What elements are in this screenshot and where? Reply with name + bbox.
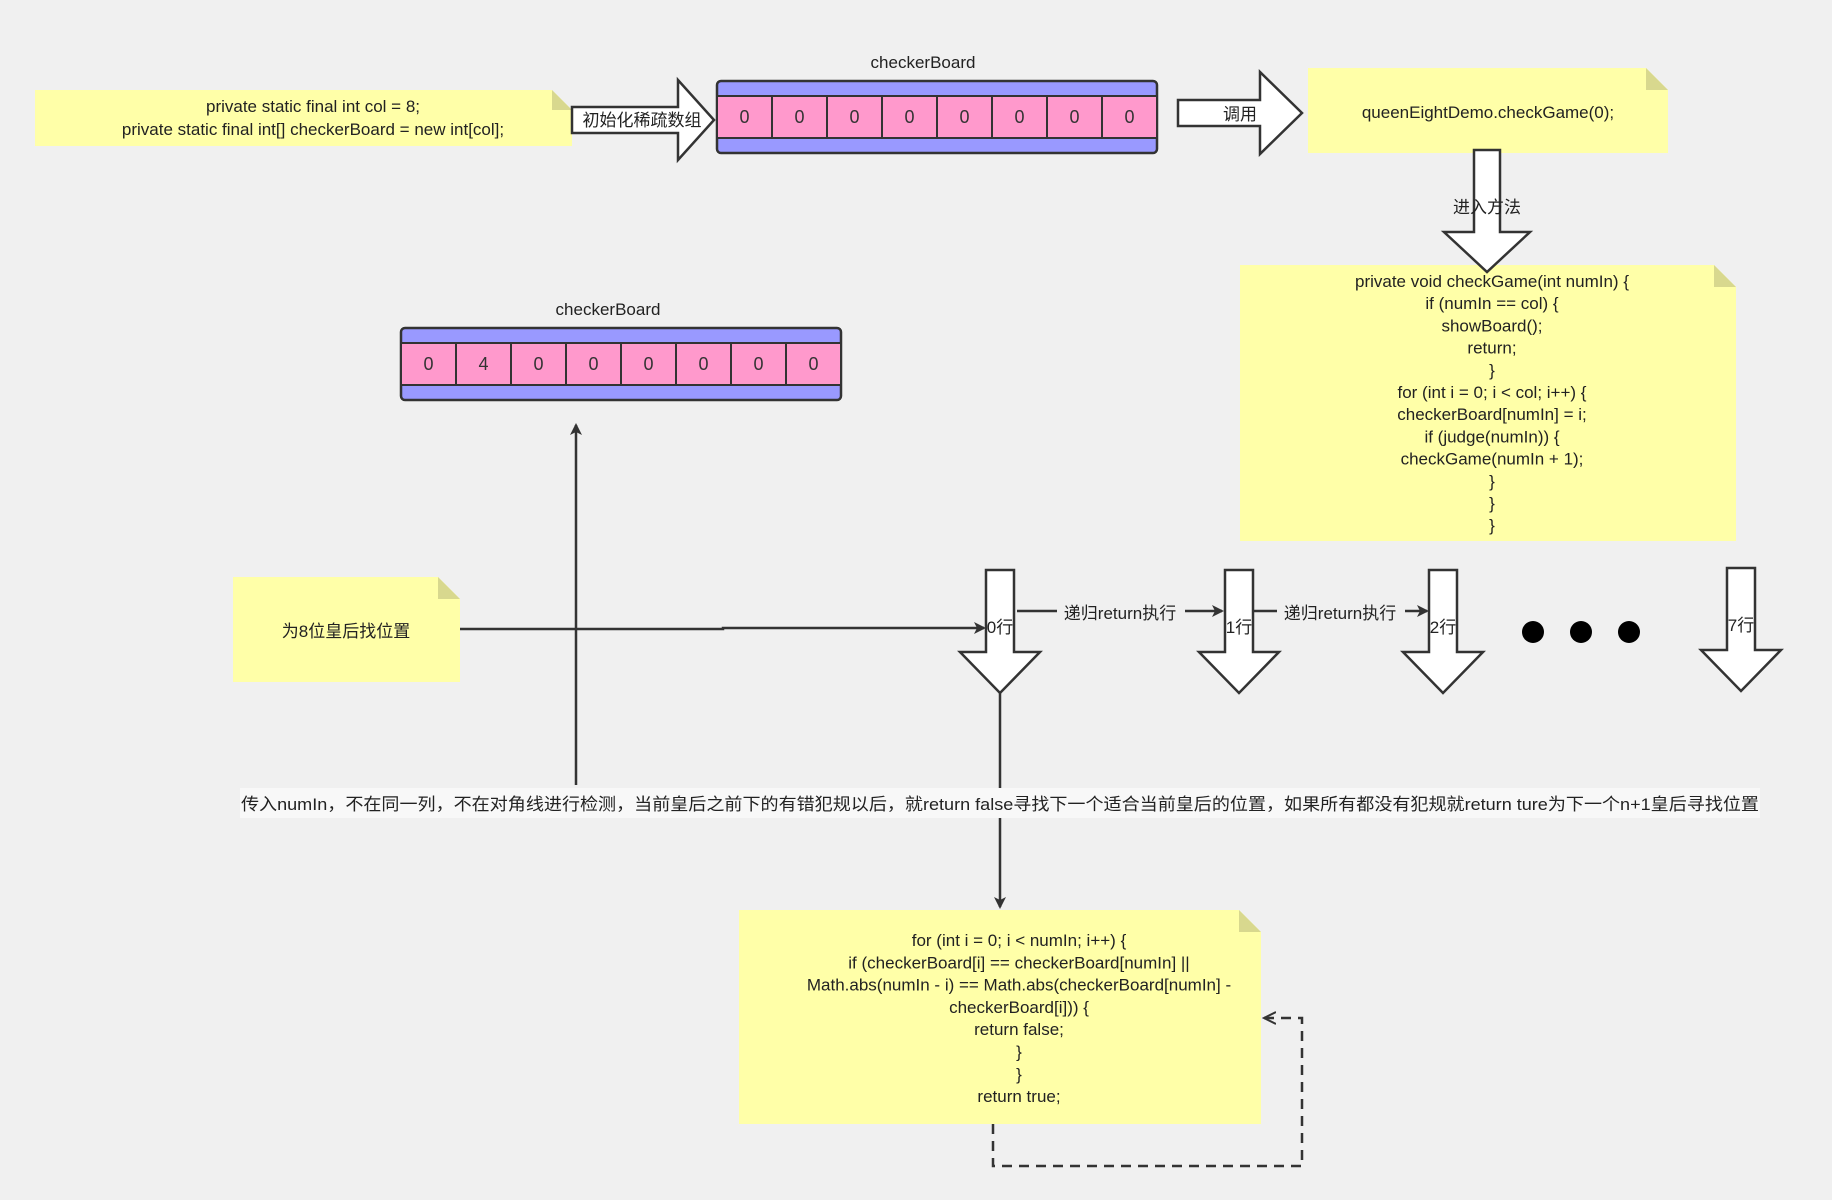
method-note-line-10: }	[1489, 472, 1495, 491]
array_top-cell-5	[991, 95, 1048, 139]
explanation-text: 传入numIn，不在同一列，不在对角线进行检测，当前皇后之前下的有错犯规以后，就…	[241, 795, 1759, 814]
array_mid-cell-value-6: 0	[753, 354, 763, 374]
judge-note-line-1: for (int i = 0; i < numIn; i++) {	[912, 931, 1127, 950]
row-arrow-2: 2行	[1400, 568, 1486, 695]
init-block-arrow: 初始化稀疏数组	[570, 76, 716, 164]
array_mid-cell-2	[510, 342, 567, 386]
enter-method-arrow: 进入方法	[1440, 148, 1534, 274]
start-to-row0-line	[460, 622, 986, 634]
init-arrow-label: 初始化稀疏数组	[583, 111, 702, 130]
checkerboard-array-top: checkerBoard 0 0 0 0 0 0 0 0	[715, 53, 1159, 155]
method-note-line-6: for (int i = 0; i < col; i++) {	[1398, 383, 1587, 402]
array_mid-cell-1	[455, 342, 512, 386]
method-note-line-9: checkGame(numIn + 1);	[1401, 450, 1584, 469]
method-note-line-11: }	[1489, 494, 1495, 513]
method-note-line-7: checkerBoard[numIn] = i;	[1397, 405, 1586, 424]
array_mid-cell-value-2: 0	[533, 354, 543, 374]
method-note-line-4: return;	[1467, 339, 1516, 358]
judge-note-line-4: checkerBoard[i])) {	[949, 998, 1089, 1017]
method-note-line-3: showBoard();	[1441, 316, 1542, 335]
judge-note-line-2: if (checkerBoard[i] == checkerBoard[numI…	[848, 953, 1189, 972]
array_top-cell-3	[881, 95, 938, 139]
array_mid-cell-value-3: 0	[588, 354, 598, 374]
array_mid-cell-value-5: 0	[698, 354, 708, 374]
array_mid-cell-7	[785, 342, 842, 386]
array_top-cell-value-3: 0	[904, 107, 914, 127]
row-arrow-1: 1行	[1196, 568, 1282, 695]
array_mid-cell-3	[565, 342, 622, 386]
recursion-label-1-text: 递归return执行	[1064, 604, 1176, 623]
array-mid-title: checkerBoard	[556, 300, 661, 319]
array_top-cell-0	[716, 95, 773, 139]
row-arrow-7: 7行	[1698, 566, 1784, 693]
declaration-line-2: private static final int[] checkerBoard …	[122, 120, 504, 139]
declaration-line-1: private static final int col = 8;	[206, 97, 420, 116]
array_top-cell-2	[826, 95, 883, 139]
array_top-cell-7	[1101, 95, 1158, 139]
array_top-cell-value-1: 0	[794, 107, 804, 127]
declaration-note: private static final int col = 8; privat…	[35, 90, 572, 146]
array_mid-cell-value-1: 4	[478, 354, 488, 374]
row1-label: 1行	[1226, 618, 1252, 637]
judge-note: for (int i = 0; i < numIn; i++) { if (che…	[739, 910, 1261, 1124]
method-note-line-2: if (numIn == col) {	[1425, 294, 1559, 313]
array_top-cell-value-4: 0	[959, 107, 969, 127]
start-note-text: 为8位皇后找位置	[282, 622, 410, 641]
row2-label: 2行	[1430, 618, 1456, 637]
method-note-line-1: private void checkGame(int numIn) {	[1355, 272, 1629, 291]
method-note-line-5: }	[1489, 361, 1495, 380]
array_top-cell-value-6: 0	[1069, 107, 1079, 127]
call-arrow-label: 调用	[1223, 105, 1257, 124]
recursion-label-2-text: 递归return执行	[1284, 604, 1396, 623]
row7-label: 7行	[1728, 616, 1754, 635]
start-note: 为8位皇后找位置	[233, 577, 460, 682]
array_mid-cell-5	[675, 342, 732, 386]
array_mid-cell-4	[620, 342, 677, 386]
judge-note-line-5: return false;	[974, 1020, 1064, 1039]
judge-note-line-8: return true;	[977, 1087, 1060, 1106]
array_mid-cell-value-0: 0	[423, 354, 433, 374]
array_mid-cell-value-7: 0	[808, 354, 818, 374]
judge-note-line-6: }	[1016, 1043, 1022, 1062]
row-arrow-0: 0行	[957, 568, 1043, 695]
recursion-label-1: 递归return执行	[1057, 600, 1185, 624]
method-note: private void checkGame(int numIn) { if (n…	[1240, 265, 1736, 541]
array_top-cell-4	[936, 95, 993, 139]
array_mid-cell-0	[400, 342, 457, 386]
checkerboard-array-mid: checkerBoard 0 4 0 0 0 0 0 0	[399, 300, 843, 402]
row0-label: 0行	[987, 618, 1013, 637]
enter-arrow-label: 进入方法	[1453, 198, 1521, 217]
judge-note-line-3: Math.abs(numIn - i) == Math.abs(checkerB…	[807, 976, 1231, 995]
call-block-arrow: 调用	[1176, 69, 1304, 157]
call-note: queenEightDemo.checkGame(0);	[1308, 68, 1668, 153]
method-note-line-8: if (judge(numIn)) {	[1424, 427, 1559, 446]
array_top-cell-1	[771, 95, 828, 139]
array_mid-cell-value-4: 0	[643, 354, 653, 374]
judge-loop-dashed-line	[991, 1018, 1304, 1168]
array_top-cell-value-2: 0	[849, 107, 859, 127]
method-note-line-12: }	[1489, 516, 1495, 535]
call-note-text: queenEightDemo.checkGame(0);	[1362, 103, 1614, 122]
array_top-cell-value-0: 0	[739, 107, 749, 127]
array_top-cell-value-5: 0	[1014, 107, 1024, 127]
array-top-title: checkerBoard	[871, 53, 976, 72]
recursion-label-2: 递归return执行	[1277, 600, 1405, 624]
array_top-cell-value-7: 0	[1124, 107, 1134, 127]
ellipsis-dots	[1522, 621, 1640, 643]
explanation-label: 传入numIn，不在同一列，不在对角线进行检测，当前皇后之前下的有错犯规以后，就…	[240, 788, 1760, 818]
judge-note-line-7: }	[1016, 1065, 1022, 1084]
